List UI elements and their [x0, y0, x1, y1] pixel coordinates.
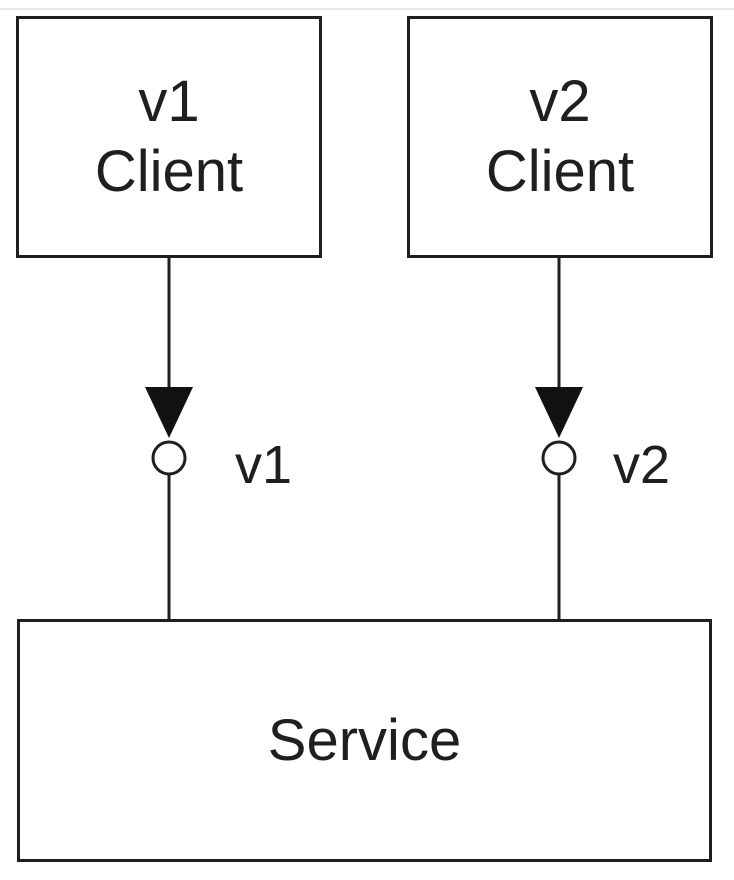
v1-arrowhead-icon: [145, 387, 193, 438]
v1-client-name: Client: [94, 139, 244, 204]
service-label: Service: [267, 708, 462, 773]
v1-interface-label: v1: [235, 435, 293, 495]
v1-interface-lollipop: [151, 440, 187, 476]
service-box: Service: [17, 619, 712, 862]
v1-client-version: v1: [138, 69, 200, 134]
v2-arrowhead-icon: [535, 387, 583, 438]
v2-client-version: v2: [529, 69, 591, 134]
v1-client-box: v1 Client: [16, 16, 322, 258]
v2-client-name: Client: [485, 139, 635, 204]
v2-interface-label: v2: [613, 435, 671, 495]
top-divider: [0, 8, 734, 10]
v2-interface-lollipop: [541, 440, 577, 476]
v2-client-box: v2 Client: [407, 16, 713, 258]
